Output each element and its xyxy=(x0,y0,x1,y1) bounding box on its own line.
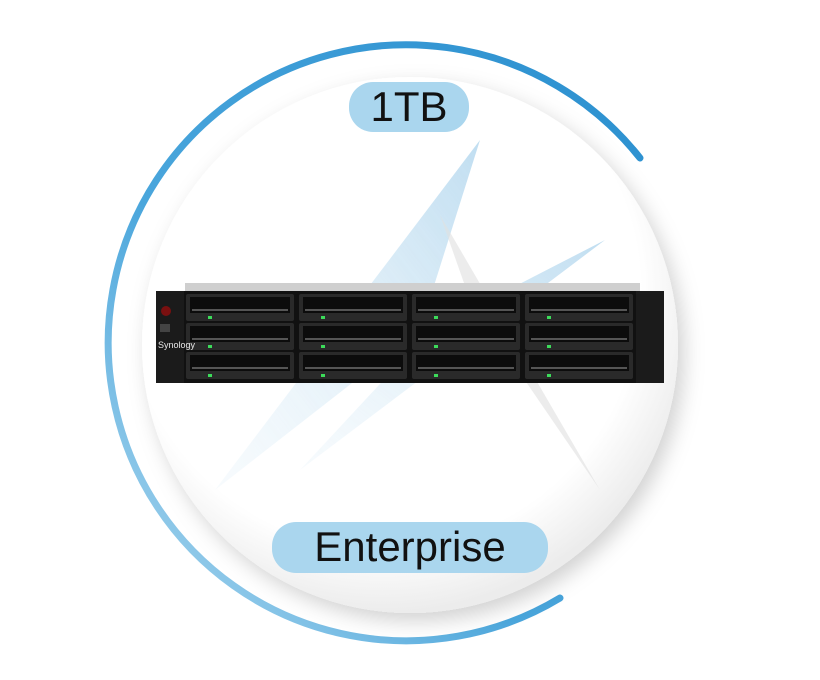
nas-server-image xyxy=(156,283,664,383)
drive-led xyxy=(208,316,212,319)
usb-port xyxy=(160,324,170,332)
tray-handle xyxy=(531,367,627,369)
tier-badge: Enterprise xyxy=(272,522,548,573)
capacity-badge: 1TB xyxy=(349,82,469,132)
tray-handle xyxy=(192,309,288,311)
drive-led xyxy=(434,374,438,377)
tray-handle xyxy=(531,338,627,340)
brand-logo-text: Synology xyxy=(158,340,196,350)
left-ear xyxy=(156,291,184,383)
drive-led xyxy=(547,374,551,377)
progress-ring xyxy=(104,41,644,645)
drive-led xyxy=(547,345,551,348)
drive-led xyxy=(321,374,325,377)
tray-handle xyxy=(305,309,401,311)
right-ear xyxy=(636,291,664,383)
power-button xyxy=(161,306,171,316)
chassis-top xyxy=(185,283,640,291)
drive-led xyxy=(208,374,212,377)
tray-handle xyxy=(531,309,627,311)
tray-handle xyxy=(305,338,401,340)
tray-handle xyxy=(192,338,288,340)
drive-led xyxy=(321,345,325,348)
tray-handle xyxy=(418,309,514,311)
tray-handle xyxy=(418,367,514,369)
tray-handle xyxy=(192,367,288,369)
drive-led xyxy=(434,316,438,319)
drive-led xyxy=(547,316,551,319)
drive-led xyxy=(208,345,212,348)
tray-handle xyxy=(305,367,401,369)
drive-led xyxy=(434,345,438,348)
drive-led xyxy=(321,316,325,319)
tray-handle xyxy=(418,338,514,340)
